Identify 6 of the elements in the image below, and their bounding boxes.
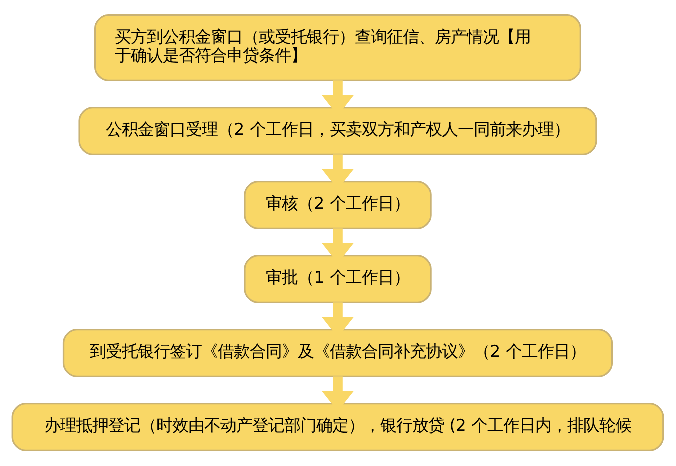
node-box: 审核（2 个工作日）: [244, 181, 432, 230]
node-box: 公积金窗口受理（2 个工作日，买卖双方和产权人一同前来办理）: [78, 107, 598, 156]
node-box: 审批（1 个工作日）: [244, 255, 432, 304]
node-box: 到受托银行签订《借款合同》及《借款合同补充协议》（2 个工作日）: [62, 329, 614, 378]
node-box: 买方到公积金窗口（或受托银行）查询征信、房产情况【用于确认是否符合申贷条件】: [94, 14, 582, 82]
node-box: 办理抵押登记（时效由不动产登记部门确定），银行放贷 (2 个工作日内，排队轮候: [12, 403, 664, 452]
